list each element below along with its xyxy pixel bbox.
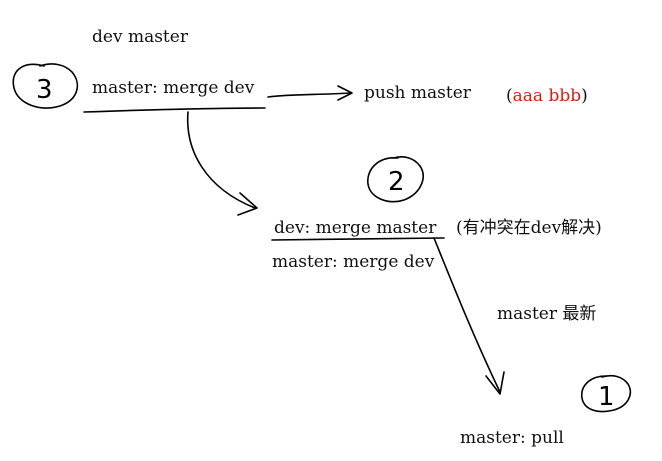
step-3-circle [12,63,79,109]
step-2-number: 2 [388,167,405,197]
master-latest-label: master 最新 [497,304,597,324]
aaa-bbb-note: (aaa bbb) [506,86,588,106]
master-pull-label: master: pull [460,428,564,448]
arrow-to-push [267,92,351,98]
master-merge-dev-top-label: master: merge dev [92,78,255,98]
master-merge-dev-mid-label: master: merge dev [272,252,435,272]
arrow-down-to-pull [433,237,501,393]
paren-open: ( [506,86,513,106]
arrow-down-to-dev-head [237,192,258,216]
arrow-down-to-pull-head [485,371,505,395]
step-1-number: 1 [598,382,615,412]
aaa-bbb-text: aaa bbb [512,86,582,106]
middle-underline [271,237,445,241]
conflict-note: (有冲突在dev解决) [456,218,602,238]
top-underline [83,107,266,113]
top-branches-label: dev master [92,27,188,47]
dev-merge-master-label: dev: merge master [274,218,437,238]
step-1-circle [581,374,632,413]
step-2-circle [367,156,424,203]
step-3-number: 3 [36,75,53,105]
arrow-to-push-head [337,85,353,101]
paren-close: ) [581,86,588,106]
arrow-down-to-dev [186,111,256,209]
push-master-label: push master [364,83,471,103]
